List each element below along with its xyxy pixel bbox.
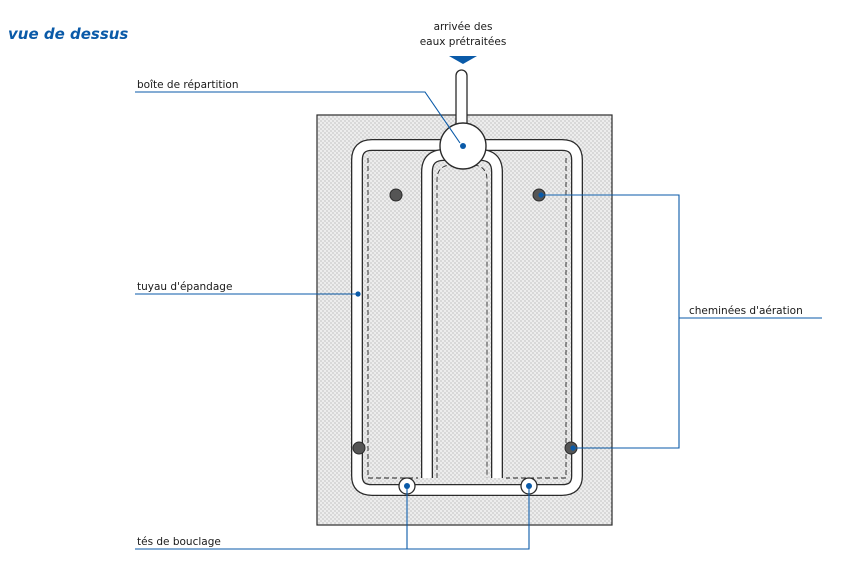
leader-dot [570,445,576,451]
leader-loop-tees [135,486,530,550]
label-spreading-pipe: tuyau d'épandage [137,281,232,293]
leader-dot [355,291,361,297]
leader-distribution-box [135,91,461,144]
label-distribution-box: boîte de répartition [137,79,239,91]
label-inlet-line2: eaux prétraitées [420,36,507,48]
vent-chimney [389,188,403,202]
leader-dot [538,192,544,198]
leader-vent-chimneys [541,194,822,449]
gravel-bed [316,114,613,526]
label-vent-chimneys: cheminées d'aération [689,305,803,317]
distribution-box-point [460,143,466,149]
view-title: vue de dessus [8,25,128,43]
vent-chimney [352,441,366,455]
inlet-arrow-icon [449,56,477,64]
label-inlet-line1: arrivée des [434,21,493,33]
label-loop-tees: tés de bouclage [137,536,221,548]
